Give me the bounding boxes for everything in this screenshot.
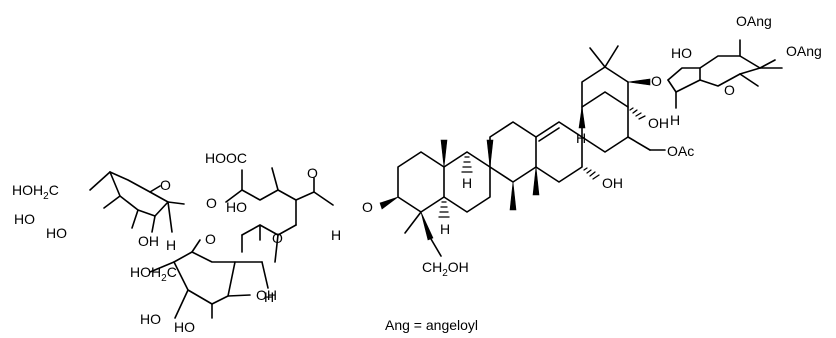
label-oh-glc2-c2: OH [256, 287, 277, 303]
label-ho-glca-c4: HO [226, 199, 247, 215]
label-h-c18: H [576, 130, 586, 146]
label-h-c9: H [462, 175, 472, 191]
glucose-1-unit [89, 171, 185, 233]
fucose-unit [667, 39, 783, 109]
label-o-fucose-ring: O [724, 82, 735, 98]
label-o-glc1-ring: O [160, 177, 171, 193]
label-o-c3: O [362, 199, 373, 215]
label-hoh2c-glc2: HOH2C [130, 264, 177, 284]
caption-ang-definition: Ang = angeloyl [385, 317, 478, 333]
label-o-glca-c2: O [272, 230, 283, 246]
label-oang-right: OAng [786, 43, 822, 59]
label-hoh2c-glc1: HOH2C [12, 182, 59, 202]
label-h-c5: H [440, 221, 450, 237]
label-o-glca-ring: O [307, 165, 318, 181]
glucose-2-unit [149, 239, 269, 319]
label-oac: OAc [667, 143, 694, 159]
label-o-glca-c3: O [206, 195, 217, 211]
label-h-fucose-anomer: H [670, 112, 680, 128]
label-oang-top: OAng [736, 13, 772, 29]
label-ch2oh-c23: CH2OH [422, 259, 469, 279]
label-h-glc2-anomer: H [264, 289, 274, 305]
label-oh-c16: OH [602, 175, 623, 191]
label-o-c21: O [651, 73, 662, 89]
aglycone-skeleton [379, 45, 666, 257]
label-ho-glc2-c4: HO [140, 311, 161, 327]
glucuronic-acid-unit [225, 167, 334, 263]
label-ho-glc2-c3: HO [174, 319, 195, 335]
label-h-glc1-anomer: H [166, 237, 176, 253]
label-oh-c22: OH [648, 115, 669, 131]
label-hooc: HOOC [205, 150, 247, 166]
label-ho-glc1-c3: HO [46, 225, 67, 241]
atom-labels: OAng OAng HO O H O OH OAc H OH H H O CH2… [12, 13, 822, 335]
label-o-glc2-ring: O [205, 231, 216, 247]
label-oh-glc1-c2: OH [138, 233, 159, 249]
label-ho-fucose: HO [671, 45, 692, 61]
label-ho-glc1-c4: HO [14, 211, 35, 227]
label-h-glca-anomer: H [331, 227, 341, 243]
